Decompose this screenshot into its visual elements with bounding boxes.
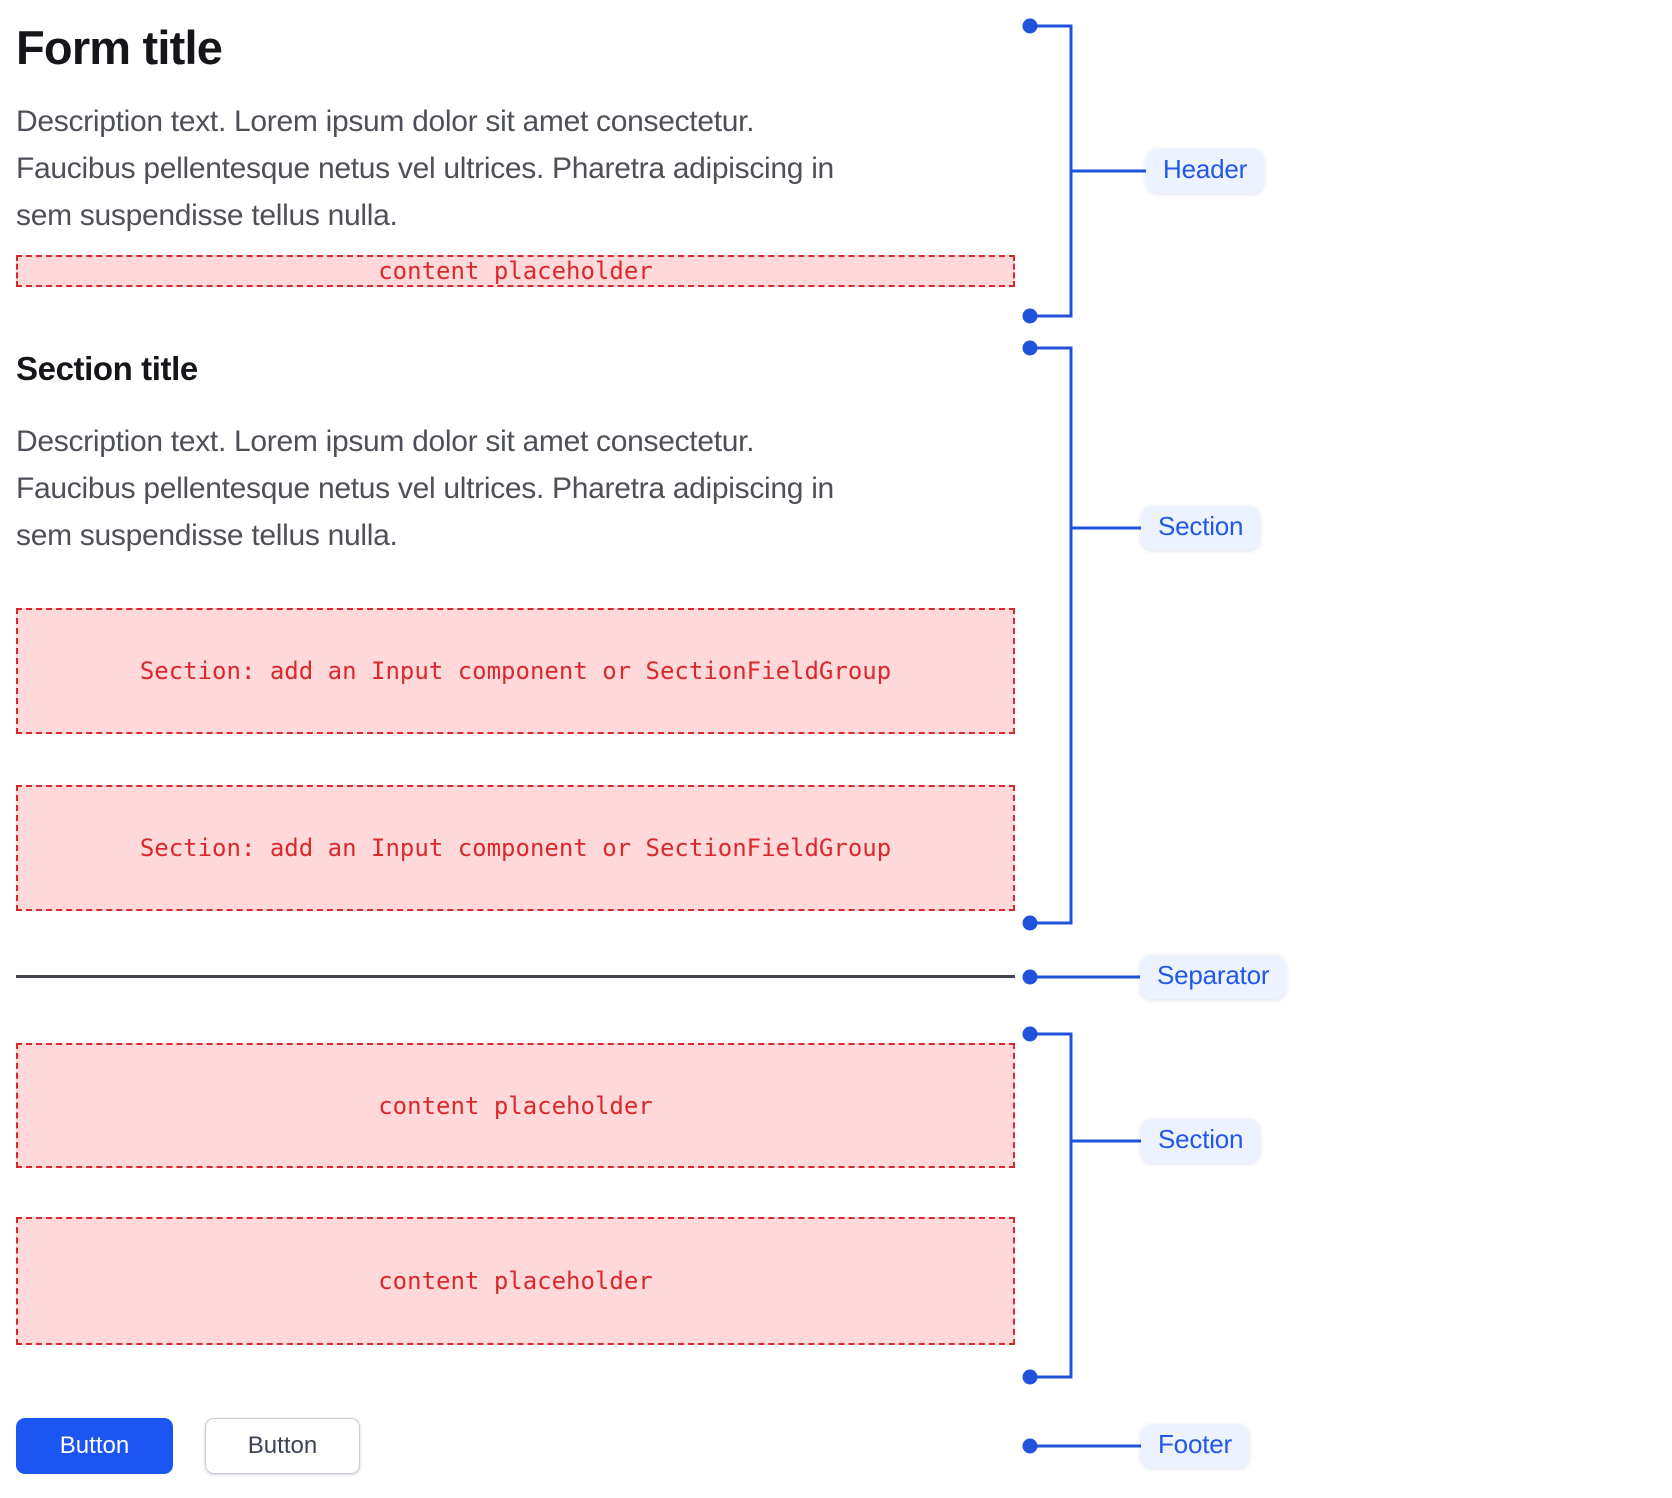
primary-button[interactable]: Button: [16, 1418, 173, 1474]
form-description-line: Faucibus pellentesque netus vel ultrices…: [16, 152, 834, 185]
header-content-placeholder-label: content placeholder: [378, 257, 653, 285]
section-input-placeholder-2-label: Section: add an Input component or Secti…: [139, 834, 892, 862]
form-title: Form title: [16, 21, 223, 74]
footer-dot: [1022, 1438, 1038, 1454]
header-annotation-label: Header: [1146, 149, 1265, 193]
section-description: Description text. Lorem ipsum dolor sit …: [16, 418, 834, 559]
separator-dot: [1022, 969, 1038, 985]
section-input-placeholder-1-label: Section: add an Input component or Secti…: [139, 657, 892, 685]
secondary-button[interactable]: Button: [205, 1418, 360, 1474]
section2-content-placeholder-2-label: content placeholder: [378, 1267, 653, 1295]
section-bottom-bracket: [1030, 1032, 1073, 1379]
header-content-placeholder: content placeholder: [16, 255, 1015, 287]
section-description-line: sem suspendisse tellus nulla.: [16, 519, 398, 552]
section-title: Section title: [16, 350, 198, 387]
section-top-bracket-bottom-dot: [1022, 915, 1038, 931]
section-top-bracket: [1030, 346, 1073, 925]
section-description-line: Description text. Lorem ipsum dolor sit …: [16, 425, 755, 458]
header-bracket: [1030, 24, 1073, 318]
section-bottom-annotation-label: Section: [1141, 1119, 1261, 1163]
section-input-placeholder-1: Section: add an Input component or Secti…: [16, 608, 1015, 734]
form-description: Description text. Lorem ipsum dolor sit …: [16, 98, 834, 239]
section-bottom-bracket-bottom-dot: [1022, 1369, 1038, 1385]
section2-content-placeholder-1-label: content placeholder: [378, 1091, 653, 1120]
section-top-annotation-label: Section: [1141, 506, 1261, 550]
separator-annotation-label: Separator: [1140, 955, 1287, 999]
section-bottom-bracket-top-dot: [1022, 1026, 1038, 1042]
header-bracket-bottom-dot: [1022, 308, 1038, 324]
form-description-line: Description text. Lorem ipsum dolor sit …: [16, 105, 755, 138]
header-bracket-top-dot: [1022, 18, 1038, 34]
form-description-line: sem suspendisse tellus nulla.: [16, 199, 398, 232]
section-top-bracket-top-dot: [1022, 340, 1038, 356]
section2-content-placeholder-2: content placeholder: [16, 1217, 1015, 1345]
section2-content-placeholder-1: content placeholder: [16, 1043, 1015, 1168]
separator-line: [16, 975, 1015, 978]
footer-annotation-label: Footer: [1141, 1424, 1249, 1468]
section-description-line: Faucibus pellentesque netus vel ultrices…: [16, 472, 834, 505]
section-input-placeholder-2: Section: add an Input component or Secti…: [16, 785, 1015, 911]
